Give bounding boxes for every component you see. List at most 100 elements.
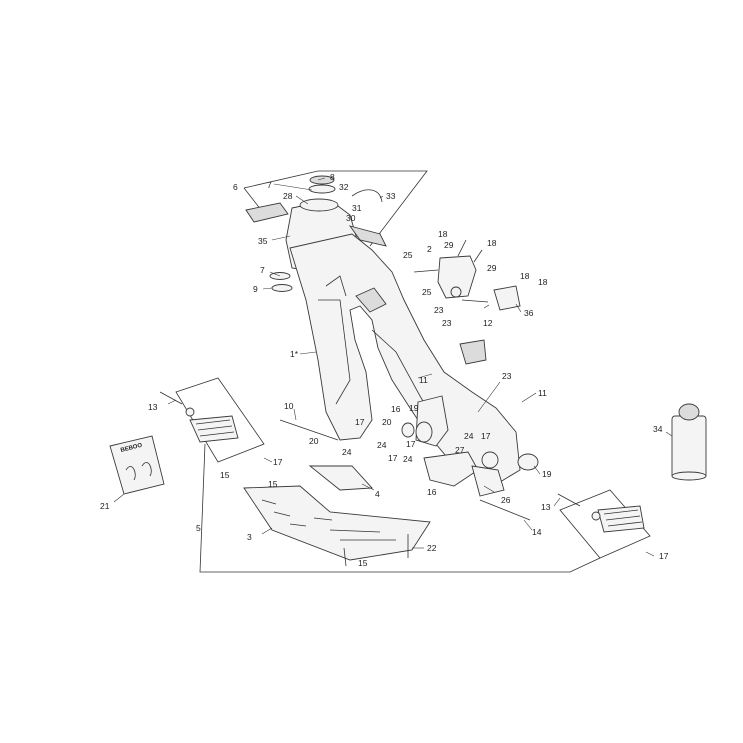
pivot-bushing xyxy=(415,421,433,443)
callout-19b: 19 xyxy=(542,469,552,479)
breather-hose xyxy=(351,189,383,203)
callout-24a: 24 xyxy=(464,431,474,441)
lead-17e xyxy=(645,551,655,557)
callout-3: 3 xyxy=(247,532,252,542)
shock-mount xyxy=(459,339,487,365)
callout-18c: 18 xyxy=(520,271,530,281)
chain-guide-4 xyxy=(308,465,373,491)
callout-32: 32 xyxy=(339,182,349,192)
lead-1 xyxy=(299,351,317,355)
mount-bracket-2 xyxy=(437,255,477,299)
lead-21 xyxy=(113,493,125,503)
pin-13-left xyxy=(159,391,183,405)
callout-31: 31 xyxy=(352,203,362,213)
callout-1: 1* xyxy=(290,349,299,359)
sticker-kit: BEBOO xyxy=(109,435,165,495)
callout-27: 27 xyxy=(455,445,465,455)
skid-plate-ribs xyxy=(261,499,396,541)
callout-18b: 18 xyxy=(487,238,497,248)
number-plate-right xyxy=(348,225,387,247)
lead-35 xyxy=(271,235,291,241)
callout-2: 2 xyxy=(427,244,432,254)
lead-28 xyxy=(295,195,309,205)
callout-17e: 17 xyxy=(659,551,669,561)
lead-7a xyxy=(273,183,313,191)
lead-17a xyxy=(263,457,273,463)
callout-18d: 18 xyxy=(538,277,548,287)
callout-28: 28 xyxy=(283,191,293,201)
frame-downtube-detail xyxy=(318,299,351,405)
axle-10 xyxy=(279,419,339,441)
lead-34 xyxy=(665,431,673,437)
callout-4: 4 xyxy=(375,489,380,499)
callout-5: 5 xyxy=(196,523,201,533)
callout-18a: 18 xyxy=(438,229,448,239)
lead-36 xyxy=(515,303,522,313)
lead-11b xyxy=(521,392,537,403)
callout-7a: 7 xyxy=(267,180,272,190)
bracket-plate-36 xyxy=(493,285,521,311)
lead-8 xyxy=(317,177,326,181)
callout-11b: 11 xyxy=(538,388,547,398)
callout-17c: 17 xyxy=(406,439,416,449)
callout-17b: 17 xyxy=(355,417,365,427)
callout-16b: 16 xyxy=(427,487,437,497)
callout-14: 14 xyxy=(532,527,542,537)
linkage-bearing xyxy=(481,451,499,469)
frame-gusset xyxy=(355,287,387,313)
callout-23a: 23 xyxy=(434,305,444,315)
bolt-25 xyxy=(413,269,439,273)
callout-24c: 24 xyxy=(377,440,387,450)
callout-21: 21 xyxy=(100,501,110,511)
screw-15-bottom xyxy=(343,547,347,567)
callout-24d: 24 xyxy=(403,454,413,464)
callout-11a: 11 xyxy=(419,375,428,385)
lead-13b xyxy=(553,497,561,507)
spray-can-base xyxy=(671,471,707,481)
lead-7b xyxy=(269,271,281,277)
callout-30: 30 xyxy=(346,213,356,223)
sticker-logo: BEBOO xyxy=(120,443,143,454)
frame-cutout xyxy=(325,275,347,297)
callout-34: 34 xyxy=(653,424,663,434)
spring-left xyxy=(185,407,195,417)
callout-10: 10 xyxy=(284,401,294,411)
lead-10 xyxy=(293,408,297,421)
callout-24b: 24 xyxy=(342,447,352,457)
skid-plate-assembly xyxy=(243,465,431,567)
skid-plate xyxy=(243,485,431,561)
number-plate-left xyxy=(245,202,289,223)
bracket-assembly xyxy=(413,239,521,311)
callout-9: 9 xyxy=(253,284,258,294)
callout-17a: 17 xyxy=(273,457,283,467)
bolt-18b xyxy=(473,249,483,263)
callout-29a: 29 xyxy=(444,240,454,250)
bolt-12 xyxy=(461,299,489,303)
spray-can xyxy=(671,403,707,481)
callout-13a: 13 xyxy=(148,402,158,412)
callout-36: 36 xyxy=(524,308,534,318)
group-bracket-5 xyxy=(199,443,601,573)
lead-13a xyxy=(167,399,177,405)
footrest-left-box xyxy=(159,377,265,463)
bolt-18a xyxy=(457,239,467,257)
footpeg-left-teeth xyxy=(195,419,235,437)
callout-23b: 23 xyxy=(442,318,452,328)
callout-17d: 17 xyxy=(481,431,491,441)
callout-labels: 6 8 7 32 28 33 31 30 35 7 9 1* 18 18 2 2… xyxy=(100,172,669,568)
lead-3 xyxy=(261,527,273,535)
callout-35: 35 xyxy=(258,236,268,246)
frame-assembly xyxy=(243,170,521,483)
callout-29b: 29 xyxy=(487,263,497,273)
spray-can-cap xyxy=(678,403,700,421)
axle-14 xyxy=(479,499,531,521)
linkage-dogbone xyxy=(471,465,505,497)
linkage-arm xyxy=(423,451,479,487)
lead-23c xyxy=(477,381,501,413)
lead-14 xyxy=(523,519,533,531)
headstock-top-ring xyxy=(299,198,339,212)
callout-23c: 23 xyxy=(502,371,512,381)
callout-17c2: 17 xyxy=(388,453,398,463)
